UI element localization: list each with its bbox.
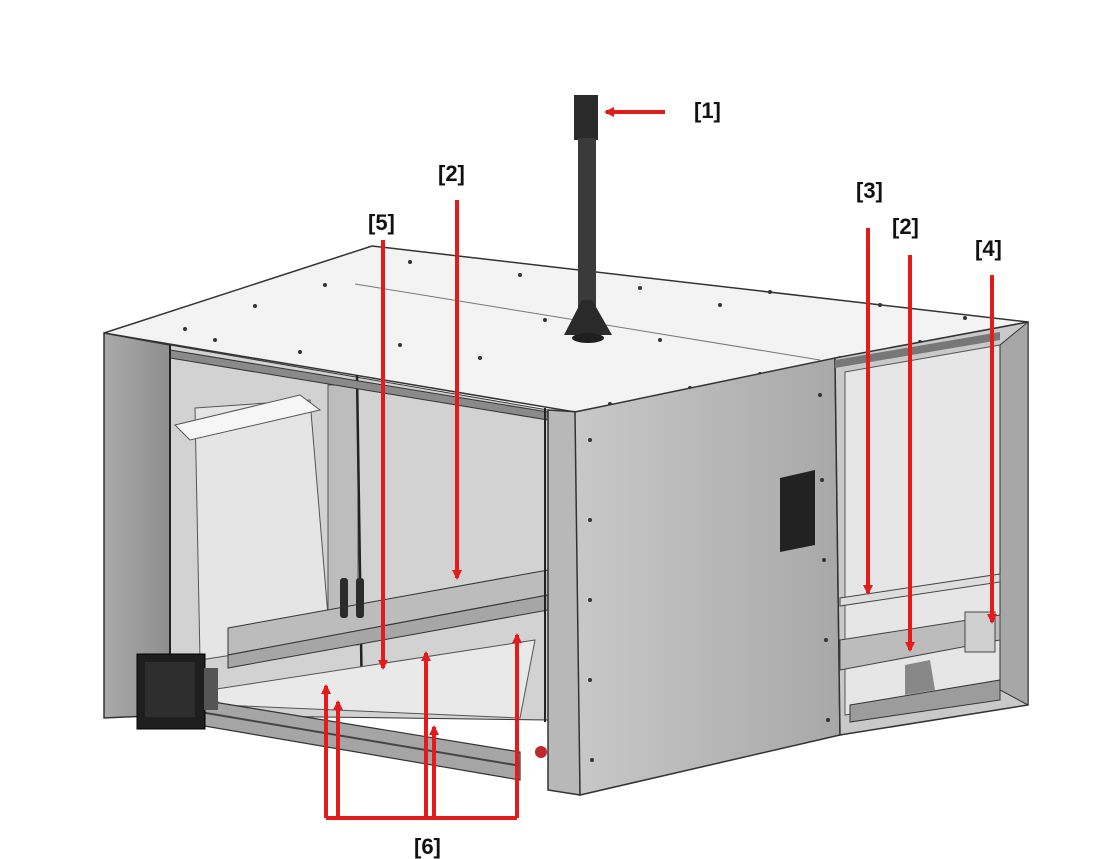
callout-5: [5] xyxy=(368,210,395,235)
callout-6: [6] xyxy=(414,834,441,859)
callout-1: [1] xyxy=(694,98,721,123)
camera-post xyxy=(564,95,612,343)
front-panel xyxy=(535,357,852,796)
stepper-motor-icon xyxy=(136,653,218,730)
callout-3: [3] xyxy=(856,178,883,203)
annotation-arrows xyxy=(321,107,997,820)
left-frame xyxy=(103,332,549,781)
callout-2a: [2] xyxy=(438,161,465,186)
callout-2b: [2] xyxy=(892,214,919,239)
right-side xyxy=(834,320,1029,736)
callout-4: [4] xyxy=(975,236,1002,261)
